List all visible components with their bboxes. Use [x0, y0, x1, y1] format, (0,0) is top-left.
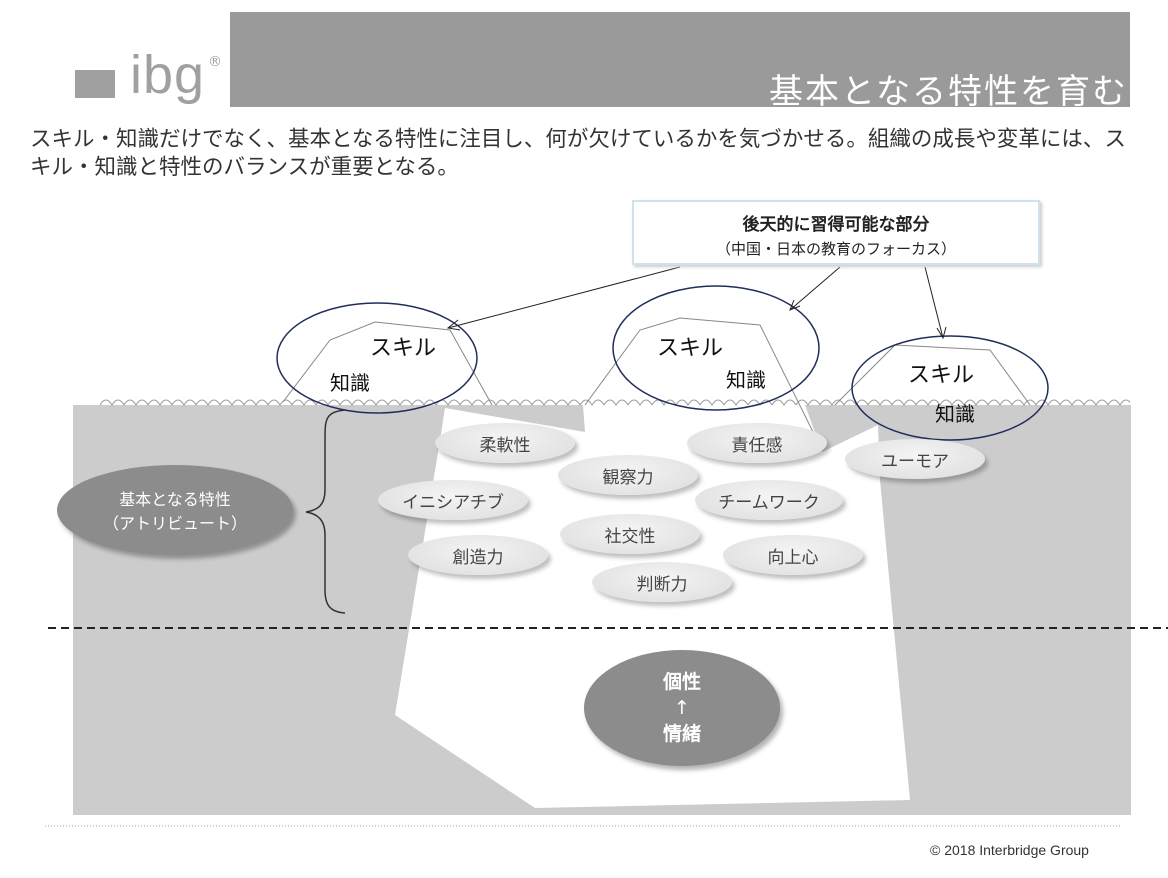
page-title: 基本となる特性を育む: [769, 72, 1128, 112]
up-arrow-icon: ↑: [674, 697, 690, 719]
attributes-ellipse: 基本となる特性 （アトリビュート）: [57, 465, 293, 555]
trait-observation: 観察力: [558, 455, 698, 495]
waves: [100, 393, 1130, 413]
arrow-right: [924, 266, 944, 339]
skill-label: スキル: [657, 336, 724, 361]
peak-middle: [584, 317, 823, 451]
trait-responsibility: 責任感: [687, 423, 827, 463]
logo: ibg: [130, 45, 206, 105]
header-bar: [230, 12, 1130, 107]
acquired-skills-callout: 後天的に習得可能な部分 （中国・日本の教育のフォーカス）: [632, 200, 1040, 265]
trait-judgment: 判断力: [592, 562, 732, 602]
peak-right: [834, 344, 1031, 406]
knowledge-label: 知識: [726, 368, 766, 392]
brace: [305, 409, 346, 614]
skill-label: スキル: [370, 336, 437, 361]
circle-middle: [612, 285, 820, 411]
arrow-middle: [789, 266, 841, 311]
trait-flexibility: 柔軟性: [435, 423, 575, 463]
skill-label: スキル: [908, 363, 975, 388]
circle-right: [851, 335, 1049, 441]
trait-ambition: 向上心: [723, 535, 863, 575]
circle-left: [276, 302, 478, 414]
trait-creativity: 創造力: [408, 535, 548, 575]
callout-title: 後天的に習得可能な部分: [742, 215, 930, 235]
trait-sociability: 社交性: [560, 514, 700, 554]
personality-label: 個性: [662, 671, 701, 693]
trait-teamwork: チームワーク: [695, 480, 843, 520]
arrow-left: [447, 266, 681, 329]
intro-text: スキル・知識だけでなく、基本となる特性に注目し、何が欠けているかを気づかせる。組…: [30, 127, 1126, 180]
peak-left: [282, 321, 493, 406]
knowledge-label: 知識: [330, 371, 370, 395]
attributes-subtitle: （アトリビュート）: [102, 514, 247, 533]
trait-humor: ユーモア: [845, 439, 985, 479]
core-ellipse: 個性 ↑ 情緒: [584, 650, 780, 766]
registered-mark: ®: [208, 54, 222, 70]
trait-initiative: イニシアチブ: [378, 480, 528, 520]
emotion-label: 情緒: [662, 723, 701, 745]
callout-subtitle: （中国・日本の教育のフォーカス）: [715, 240, 956, 258]
logo-square: [75, 70, 115, 98]
copyright: © 2018 Interbridge Group: [930, 842, 1089, 858]
knowledge-label: 知識: [935, 402, 975, 426]
attributes-title: 基本となる特性: [119, 490, 231, 509]
